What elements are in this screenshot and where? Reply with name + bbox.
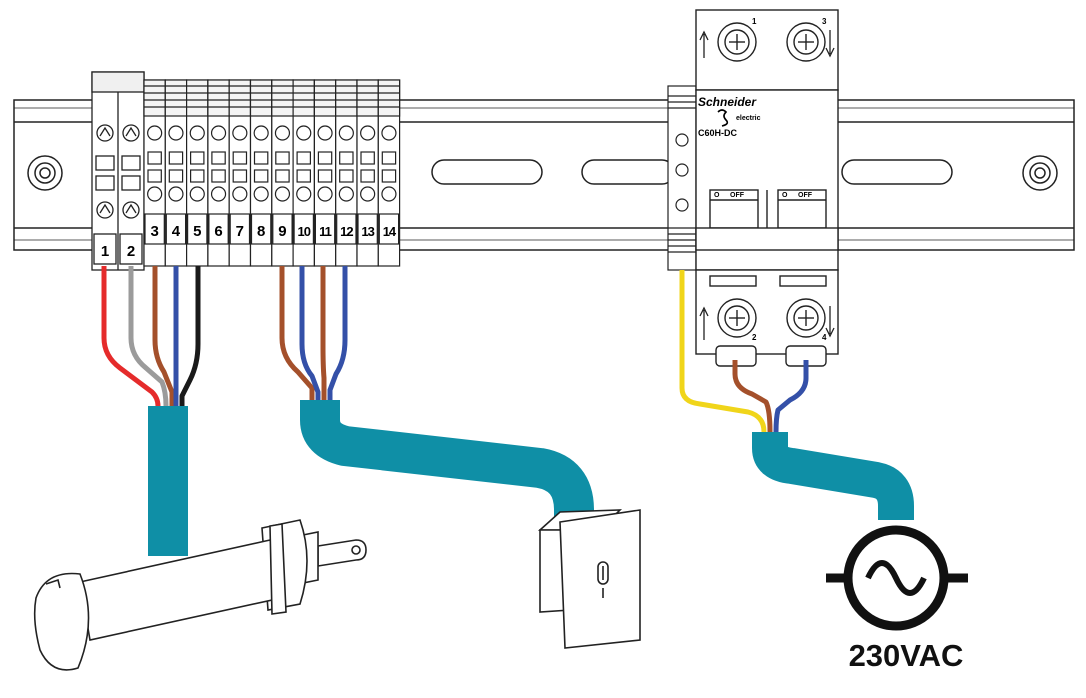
terminal-label-6: 6	[214, 223, 222, 240]
voltage-label: 230VAC	[849, 638, 964, 673]
terminal-label-13: 13	[361, 224, 374, 239]
cable-power	[752, 432, 914, 520]
circuit-breaker: 1 3 2 4 Schneider electric C60H-DC O OFF…	[667, 9, 839, 367]
terminal-label-10: 10	[298, 224, 311, 239]
cable-keyswitch	[300, 400, 594, 530]
terminal-block	[271, 79, 294, 267]
cable-motor	[148, 406, 188, 556]
breaker-brand: Schneider	[698, 95, 757, 109]
terminal-label-2: 2	[127, 243, 135, 260]
switch-left-off: OFF	[730, 192, 745, 199]
terminal-label-1: 1	[101, 243, 109, 260]
key-switch	[537, 509, 641, 649]
breaker-terminal-4: 4	[822, 333, 827, 342]
terminal-label-3: 3	[150, 223, 158, 240]
terminal-label-7: 7	[236, 223, 244, 240]
terminal-label-8: 8	[257, 223, 265, 240]
terminal-label-9: 9	[278, 223, 286, 240]
terminal-block	[143, 79, 166, 267]
terminal-block	[292, 79, 316, 267]
terminal-block	[356, 79, 379, 267]
terminal-block	[186, 79, 209, 267]
key-cylinder-icon	[597, 561, 609, 598]
breaker-brand-sub: electric	[736, 115, 761, 122]
terminal-block	[207, 79, 230, 267]
terminal-label-14: 14	[383, 224, 397, 239]
terminal-label-12: 12	[340, 224, 353, 239]
switch-right-o: O	[782, 192, 788, 199]
terminal-label-5: 5	[193, 223, 201, 240]
switch-left-o: O	[714, 192, 720, 199]
breaker-terminal-1: 1	[752, 17, 757, 26]
current-direction-arrows	[699, 30, 835, 340]
terminal-label-11: 11	[319, 224, 332, 239]
terminal-block	[164, 79, 188, 267]
wires-keyswitch	[279, 266, 348, 400]
schneider-logo-icon	[717, 109, 729, 127]
ac-source-icon	[826, 525, 968, 631]
terminal-block	[335, 79, 358, 267]
terminal-label-4: 4	[172, 223, 181, 240]
terminal-block	[313, 79, 337, 267]
terminal-block	[228, 79, 252, 267]
wires-motor	[101, 266, 201, 407]
breaker-model: C60H-DC	[698, 128, 738, 138]
terminal-block	[377, 79, 401, 267]
breaker-terminal-3: 3	[822, 17, 827, 26]
tubular-motor	[33, 519, 367, 671]
switch-right-off: OFF	[798, 192, 813, 199]
breaker-terminal-2: 2	[752, 333, 757, 342]
wires-power	[679, 270, 809, 433]
